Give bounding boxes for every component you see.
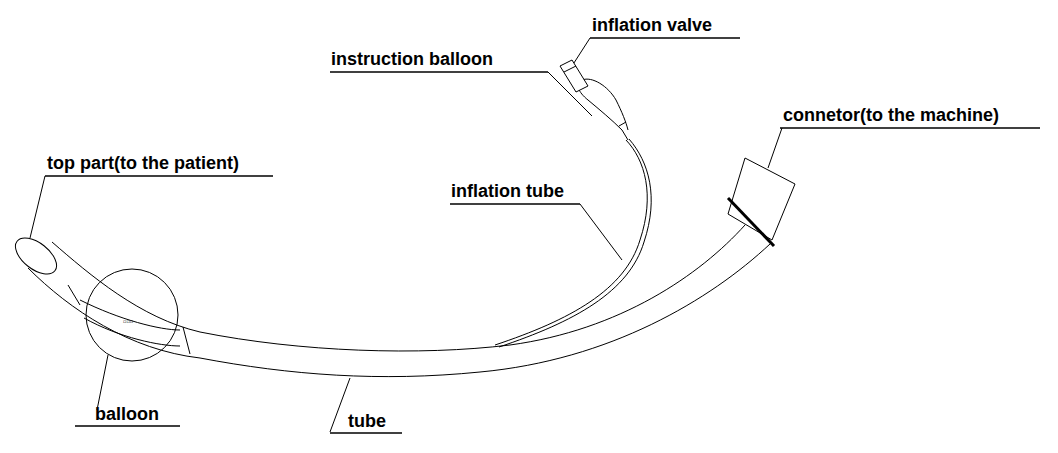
connector	[728, 158, 795, 240]
underline	[330, 71, 548, 73]
inflation-valve	[560, 60, 588, 92]
underline	[780, 127, 1040, 129]
leader-lines	[30, 38, 782, 432]
leader-line	[330, 378, 350, 432]
underline	[45, 175, 273, 177]
leader-line	[580, 204, 622, 260]
label-underlines	[45, 38, 1040, 433]
pilot-balloon	[578, 79, 628, 140]
underline	[450, 203, 580, 205]
part-label: instruction balloon	[331, 49, 493, 69]
inflation-tube	[495, 140, 647, 345]
underline	[590, 37, 740, 39]
part-label: inflation valve	[592, 15, 712, 35]
cuff-line	[80, 300, 180, 330]
leader-line	[768, 128, 782, 168]
part-label: balloon	[95, 404, 159, 424]
cuff-line	[84, 318, 180, 346]
part-label: inflation tube	[451, 181, 564, 201]
part-label: connetor(to the machine)	[783, 105, 999, 125]
leader-line	[572, 38, 590, 66]
cuff-mark: ▫▫▫	[123, 318, 133, 324]
part-label: top part(to the patient)	[47, 153, 239, 173]
connector-flange	[728, 198, 774, 246]
tube-lower-edge	[28, 244, 770, 377]
balloon-circle	[86, 269, 178, 361]
leader-line	[97, 355, 108, 410]
cuff-band	[183, 327, 190, 354]
pilot-balloon-neck	[619, 122, 626, 126]
underline	[75, 425, 180, 427]
tube-tip	[9, 231, 63, 281]
inflation-valve-rim	[564, 66, 576, 72]
part-label: tube	[348, 411, 386, 431]
underline	[330, 432, 402, 434]
leader-line	[30, 176, 45, 238]
inflation-tube	[499, 139, 651, 347]
tube-upper-edge	[52, 225, 745, 351]
cuff-band	[68, 285, 80, 305]
